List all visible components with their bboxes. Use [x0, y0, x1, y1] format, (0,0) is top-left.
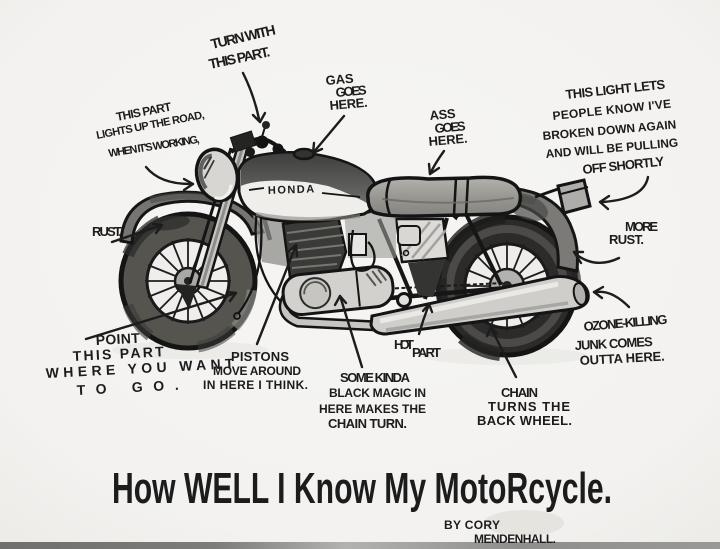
svg-text:MENDENHALL.: MENDENHALL. — [474, 532, 556, 546]
svg-text:BACK WHEEL.: BACK WHEEL. — [477, 413, 572, 428]
svg-text:PISTONS: PISTONS — [231, 349, 289, 364]
svg-text:OZONE-KILLING: OZONE-KILLING — [583, 312, 668, 334]
svg-text:HERE.: HERE. — [428, 131, 468, 149]
svg-text:HERE.: HERE. — [329, 95, 368, 113]
svg-text:BY CORY: BY CORY — [444, 518, 500, 532]
svg-text:GOES: GOES — [434, 118, 467, 136]
svg-text:HOT: HOT — [394, 337, 414, 352]
svg-text:RUST.: RUST. — [609, 232, 644, 247]
svg-text:SOME KINDA: SOME KINDA — [340, 370, 411, 385]
svg-text:ASS: ASS — [429, 106, 457, 123]
svg-text:BLACK MAGIC IN: BLACK MAGIC IN — [329, 386, 426, 400]
svg-text:GAS: GAS — [325, 71, 355, 88]
svg-text:PART: PART — [412, 345, 441, 360]
svg-text:OUTTA HERE.: OUTTA HERE. — [579, 349, 665, 368]
svg-text:CHAIN: CHAIN — [501, 385, 538, 400]
svg-text:MORE: MORE — [625, 219, 658, 234]
svg-text:How WELL I Know My MotoRcycle.: How WELL I Know My MotoRcycle. — [112, 464, 612, 513]
svg-text:RUST.: RUST. — [92, 224, 122, 239]
svg-text:JUNK COMES: JUNK COMES — [574, 334, 653, 353]
svg-text:HERE MAKES THE: HERE MAKES THE — [319, 402, 426, 416]
svg-text:TURNS THE: TURNS THE — [488, 399, 570, 414]
svg-text:HONDA: HONDA — [268, 183, 316, 197]
svg-text:MOVE AROUND: MOVE AROUND — [213, 364, 301, 378]
svg-text:GOES: GOES — [335, 82, 368, 100]
svg-text:IN HERE I THINK.: IN HERE I THINK. — [203, 378, 308, 392]
svg-text:POINT: POINT — [95, 330, 140, 348]
svg-text:CHAIN TURN.: CHAIN TURN. — [328, 416, 407, 431]
